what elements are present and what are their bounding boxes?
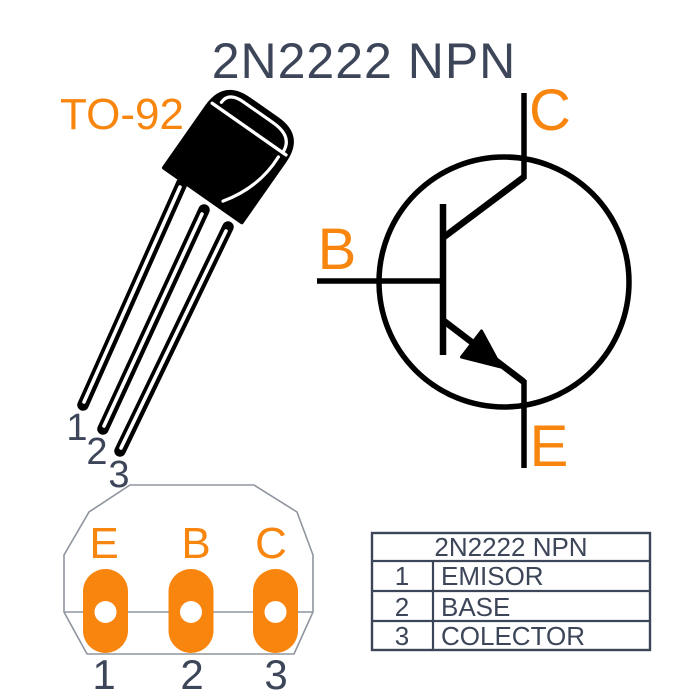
to92-lead-3 — [114, 221, 234, 457]
pad-hole-emitter — [94, 601, 117, 623]
to92-leads — [77, 177, 234, 457]
to92-lead-1 — [77, 177, 188, 411]
to92-body-side-highlight — [221, 155, 280, 203]
to92-lead-2 — [97, 204, 210, 435]
table-cell-name-1: EMISOR — [441, 561, 544, 591]
pad-label-collector: C — [255, 519, 287, 568]
to92-body-chamfer-highlight — [210, 101, 288, 157]
pad-label-emitter: E — [89, 519, 118, 568]
to92-pin-number-1: 1 — [66, 407, 87, 449]
to92-pin-number-2: 2 — [86, 431, 107, 473]
base-label: B — [318, 217, 357, 282]
pinout-number-3: 3 — [264, 651, 287, 698]
table-cell-pin-1: 1 — [395, 561, 409, 591]
table-header: 2N2222 NPN — [434, 532, 587, 562]
package-type-label: TO-92 — [60, 90, 184, 139]
collector-diagonal — [442, 174, 526, 240]
emitter-label: E — [530, 414, 569, 479]
pin-table: 2N2222 NPN 1 EMISOR 2 BASE 3 COLECTOR — [370, 531, 652, 652]
pad-hole-base — [180, 601, 202, 623]
collector-label: C — [529, 78, 571, 143]
npn-schematic-symbol: C B E — [317, 78, 632, 479]
pinout-number-1: 1 — [92, 651, 115, 698]
table-cell-pin-2: 2 — [395, 592, 409, 622]
emitter-arrow — [460, 329, 503, 369]
table-cell-name-3: COLECTOR — [441, 621, 585, 651]
pinout-number-2: 2 — [180, 651, 203, 698]
table-cell-name-2: BASE — [441, 592, 510, 622]
pad-hole-collector — [264, 601, 287, 623]
table-cell-pin-3: 3 — [395, 621, 409, 651]
pad-label-base: B — [181, 519, 210, 568]
to92-pin-number-3: 3 — [108, 454, 129, 496]
page-title: 2N2222 NPN — [212, 33, 517, 89]
to92-body-silhouette — [161, 89, 294, 225]
to92-body-top-highlight — [219, 95, 288, 154]
to92-body — [161, 89, 294, 225]
pinout-footprint: E B C 1 2 3 — [63, 484, 314, 698]
